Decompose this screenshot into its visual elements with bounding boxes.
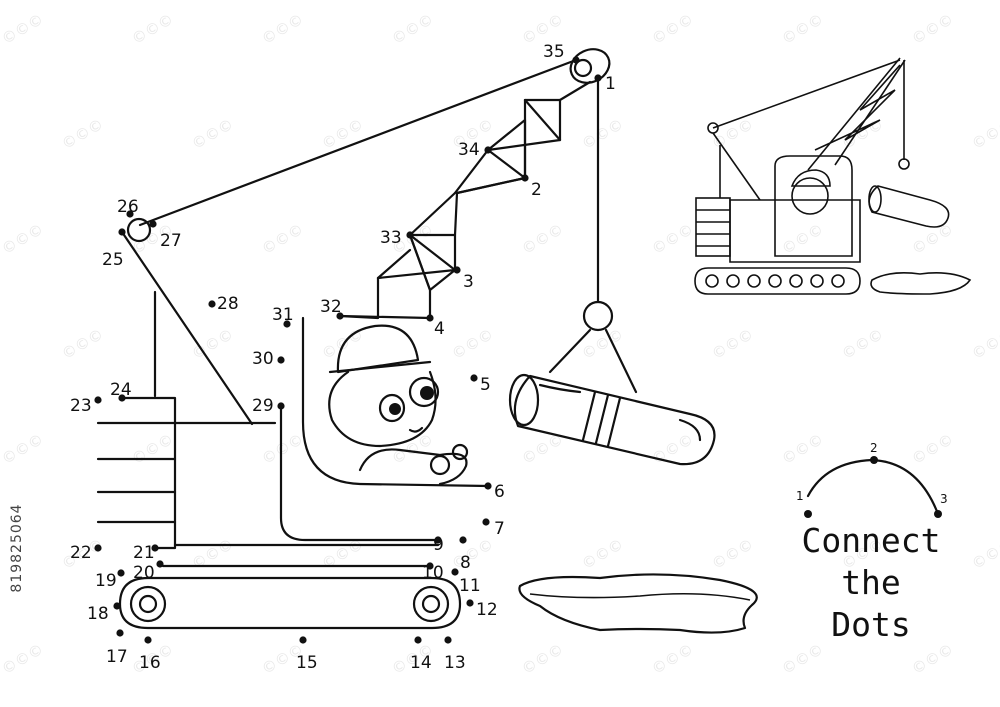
dot-33 [406, 231, 414, 239]
dot-number-22: 22 [70, 543, 92, 563]
dot-number-32: 32 [320, 297, 342, 317]
dot-7 [482, 518, 490, 526]
legend-example: 1 2 3 Connect the Dots [796, 441, 948, 644]
reference-crane-picture [694, 57, 972, 295]
dot-number-30: 30 [252, 349, 274, 369]
dot-27 [149, 220, 157, 228]
dot-11 [451, 568, 459, 576]
dot-number-4: 4 [434, 319, 445, 339]
dot-4 [426, 314, 434, 322]
dot-number-35: 35 [543, 42, 565, 62]
dot-34 [484, 146, 492, 154]
dot-number-17: 17 [106, 647, 128, 667]
dot-number-12: 12 [476, 600, 498, 620]
legend-example-2: 2 [870, 441, 878, 455]
dot-19 [117, 569, 125, 577]
dot-number-28: 28 [217, 294, 239, 314]
dot-13 [444, 636, 452, 644]
dot-number-3: 3 [463, 272, 474, 292]
dot-number-8: 8 [460, 553, 471, 573]
dot-number-34: 34 [458, 140, 480, 160]
dot-22 [94, 544, 102, 552]
dot-10 [426, 562, 434, 570]
dot-number-2: 2 [531, 180, 542, 200]
dot-14 [414, 636, 422, 644]
dot-1 [594, 74, 602, 82]
boom-pulley [126, 217, 152, 243]
dot-2 [521, 174, 529, 182]
dot-18 [113, 602, 121, 610]
legend-title-line-3: Dots [831, 605, 910, 644]
dot-number-14: 14 [410, 653, 432, 673]
dot-30 [277, 356, 285, 364]
dot-32 [336, 312, 344, 320]
dot-number-1: 1 [605, 74, 616, 94]
crawler-track [118, 576, 462, 630]
dot-number-11: 11 [459, 576, 481, 596]
dot-number-18: 18 [87, 604, 109, 624]
dot-26 [126, 210, 134, 218]
dot-16 [144, 636, 152, 644]
legend-title-line-2: the [841, 563, 901, 602]
dot-number-19: 19 [95, 571, 117, 591]
dot-number-31: 31 [272, 305, 294, 325]
dot-number-23: 23 [70, 396, 92, 416]
dot-8 [459, 536, 467, 544]
legend-example-3: 3 [940, 492, 948, 506]
dot-number-25: 25 [102, 250, 124, 270]
dot-12 [466, 599, 474, 607]
hook-ball [582, 300, 614, 332]
dot-31 [283, 320, 291, 328]
dot-number-13: 13 [444, 653, 466, 673]
dot-number-29: 29 [252, 396, 274, 416]
dot-17 [116, 629, 124, 637]
log-illustration [508, 373, 716, 466]
dot-number-26: 26 [117, 197, 139, 217]
dot-number-16: 16 [139, 653, 161, 673]
legend-title-line-1: Connect [801, 521, 940, 560]
dot-number-33: 33 [380, 228, 402, 248]
dot-28 [208, 300, 216, 308]
dot-3 [453, 266, 461, 274]
driver-illustration [328, 324, 469, 486]
legend-example-1: 1 [796, 489, 804, 503]
puddle [518, 573, 758, 634]
dot-23 [94, 396, 102, 404]
dot-35 [572, 56, 580, 64]
dot-20 [156, 560, 164, 568]
dot-21 [151, 544, 159, 552]
dot-5 [470, 374, 478, 382]
dot-9 [434, 536, 442, 544]
dot-25 [118, 228, 126, 236]
dot-number-9: 9 [433, 535, 444, 555]
crane-puzzle-outline [96, 48, 758, 634]
dot-29 [277, 402, 285, 410]
dot-number-15: 15 [296, 653, 318, 673]
dot-number-5: 5 [480, 375, 491, 395]
dot-number-7: 7 [494, 519, 505, 539]
stock-id-text: 819825064 [9, 503, 25, 593]
dot-number-6: 6 [494, 482, 505, 502]
dot-number-24: 24 [110, 380, 132, 400]
dot-number-27: 27 [160, 231, 182, 251]
stock-id-label: 819825064 [2, 465, 32, 635]
dot-number-21: 21 [133, 543, 155, 563]
dot-number-20: 20 [133, 563, 155, 583]
dot-number-10: 10 [422, 563, 444, 583]
dot-15 [299, 636, 307, 644]
dot-24 [118, 394, 126, 402]
dot-6 [484, 482, 492, 490]
